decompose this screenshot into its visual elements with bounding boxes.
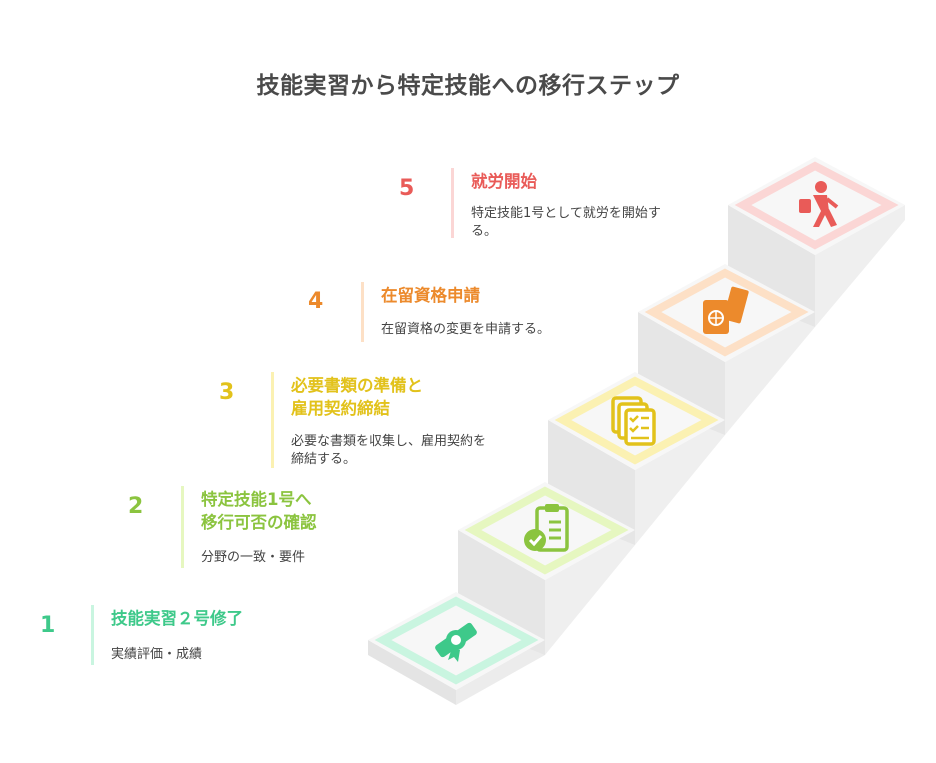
- step-number-4: 4: [308, 289, 324, 314]
- documents-checklist-icon: [611, 396, 656, 446]
- step-heading-5: 就労開始: [471, 172, 537, 191]
- step-heading-4: 在留資格申請: [381, 286, 480, 305]
- step-number-2: 2: [128, 494, 144, 519]
- step-description-2: 分野の一致・要件: [201, 550, 306, 565]
- step-bar-5: [451, 168, 454, 238]
- step-number-5: 5: [399, 176, 415, 201]
- step-bar-4: [361, 282, 364, 342]
- step-number-3: 3: [219, 380, 235, 405]
- step-platform-2: [458, 482, 635, 580]
- step-description-4: 在留資格の変更を申請する。: [381, 322, 551, 337]
- step-description-1: 実績評価・成績: [111, 647, 203, 662]
- step-bar-1: [91, 605, 94, 665]
- clipboard-check-icon: [524, 504, 569, 552]
- page-title: 技能実習から特定技能への移行ステップ: [256, 73, 680, 99]
- step-heading-1: 技能実習２号修了: [111, 609, 243, 628]
- step-bar-3: [271, 372, 274, 468]
- step-bar-2: [181, 486, 184, 568]
- certificate-icon: [435, 622, 477, 662]
- step-platform-5: [728, 157, 905, 255]
- passport-ticket-icon: [703, 286, 749, 334]
- step-description-3: 必要な書類を収集し、雇用契約を 締結する。: [291, 434, 487, 467]
- step-description-5: 特定技能1号として就労を開始す る。: [471, 206, 661, 239]
- step-heading-2: 特定技能1号へ 移行可否の確認: [201, 490, 317, 532]
- step-number-1: 1: [40, 613, 56, 638]
- step-heading-3: 必要書類の準備と 雇用契約締結: [291, 376, 423, 418]
- worker-walking-icon: [799, 181, 839, 227]
